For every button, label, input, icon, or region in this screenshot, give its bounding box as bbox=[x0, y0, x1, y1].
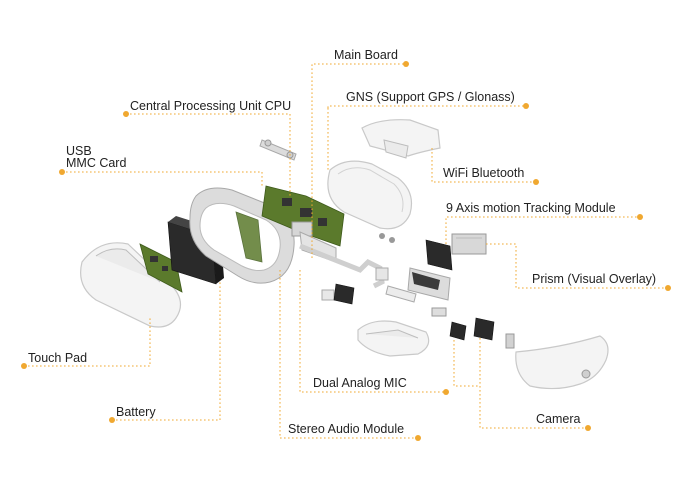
gns-module-part bbox=[361, 119, 441, 159]
label-cpu: Central Processing Unit CPU bbox=[130, 99, 291, 113]
camera-shell-part bbox=[515, 335, 609, 390]
label-mmc-card: MMC Card bbox=[66, 156, 126, 170]
label-wifi-bluetooth: WiFi Bluetooth bbox=[443, 166, 524, 180]
label-gns: GNS (Support GPS / Glonass) bbox=[346, 90, 515, 104]
label-usb: USB bbox=[66, 144, 92, 158]
touch-pad-part bbox=[80, 242, 182, 328]
label-battery: Battery bbox=[116, 405, 156, 419]
leader-lines bbox=[21, 61, 671, 441]
usb-connector-part bbox=[259, 139, 297, 161]
label-stereo-audio-module: Stereo Audio Module bbox=[288, 422, 404, 436]
flex-cable-part bbox=[299, 243, 389, 289]
camera-sensor-parts bbox=[431, 307, 515, 349]
label-dual-analog-mic: Dual Analog MIC bbox=[313, 376, 407, 390]
prism-part bbox=[385, 267, 451, 303]
motion-tracking-part bbox=[425, 233, 487, 271]
device-illustration bbox=[80, 119, 609, 390]
audio-module-part bbox=[357, 320, 430, 357]
label-prism: Prism (Visual Overlay) bbox=[532, 272, 656, 286]
label-main-board: Main Board bbox=[334, 48, 398, 62]
label-camera: Camera bbox=[536, 412, 581, 426]
mic-part bbox=[321, 283, 355, 305]
label-motion-tracking: 9 Axis motion Tracking Module bbox=[446, 201, 616, 215]
battery-pcb-part bbox=[139, 243, 183, 293]
back-cover-part bbox=[327, 160, 413, 243]
label-touch-pad: Touch Pad bbox=[28, 351, 87, 365]
labels: Main Board Central Processing Unit CPU G… bbox=[28, 48, 656, 436]
